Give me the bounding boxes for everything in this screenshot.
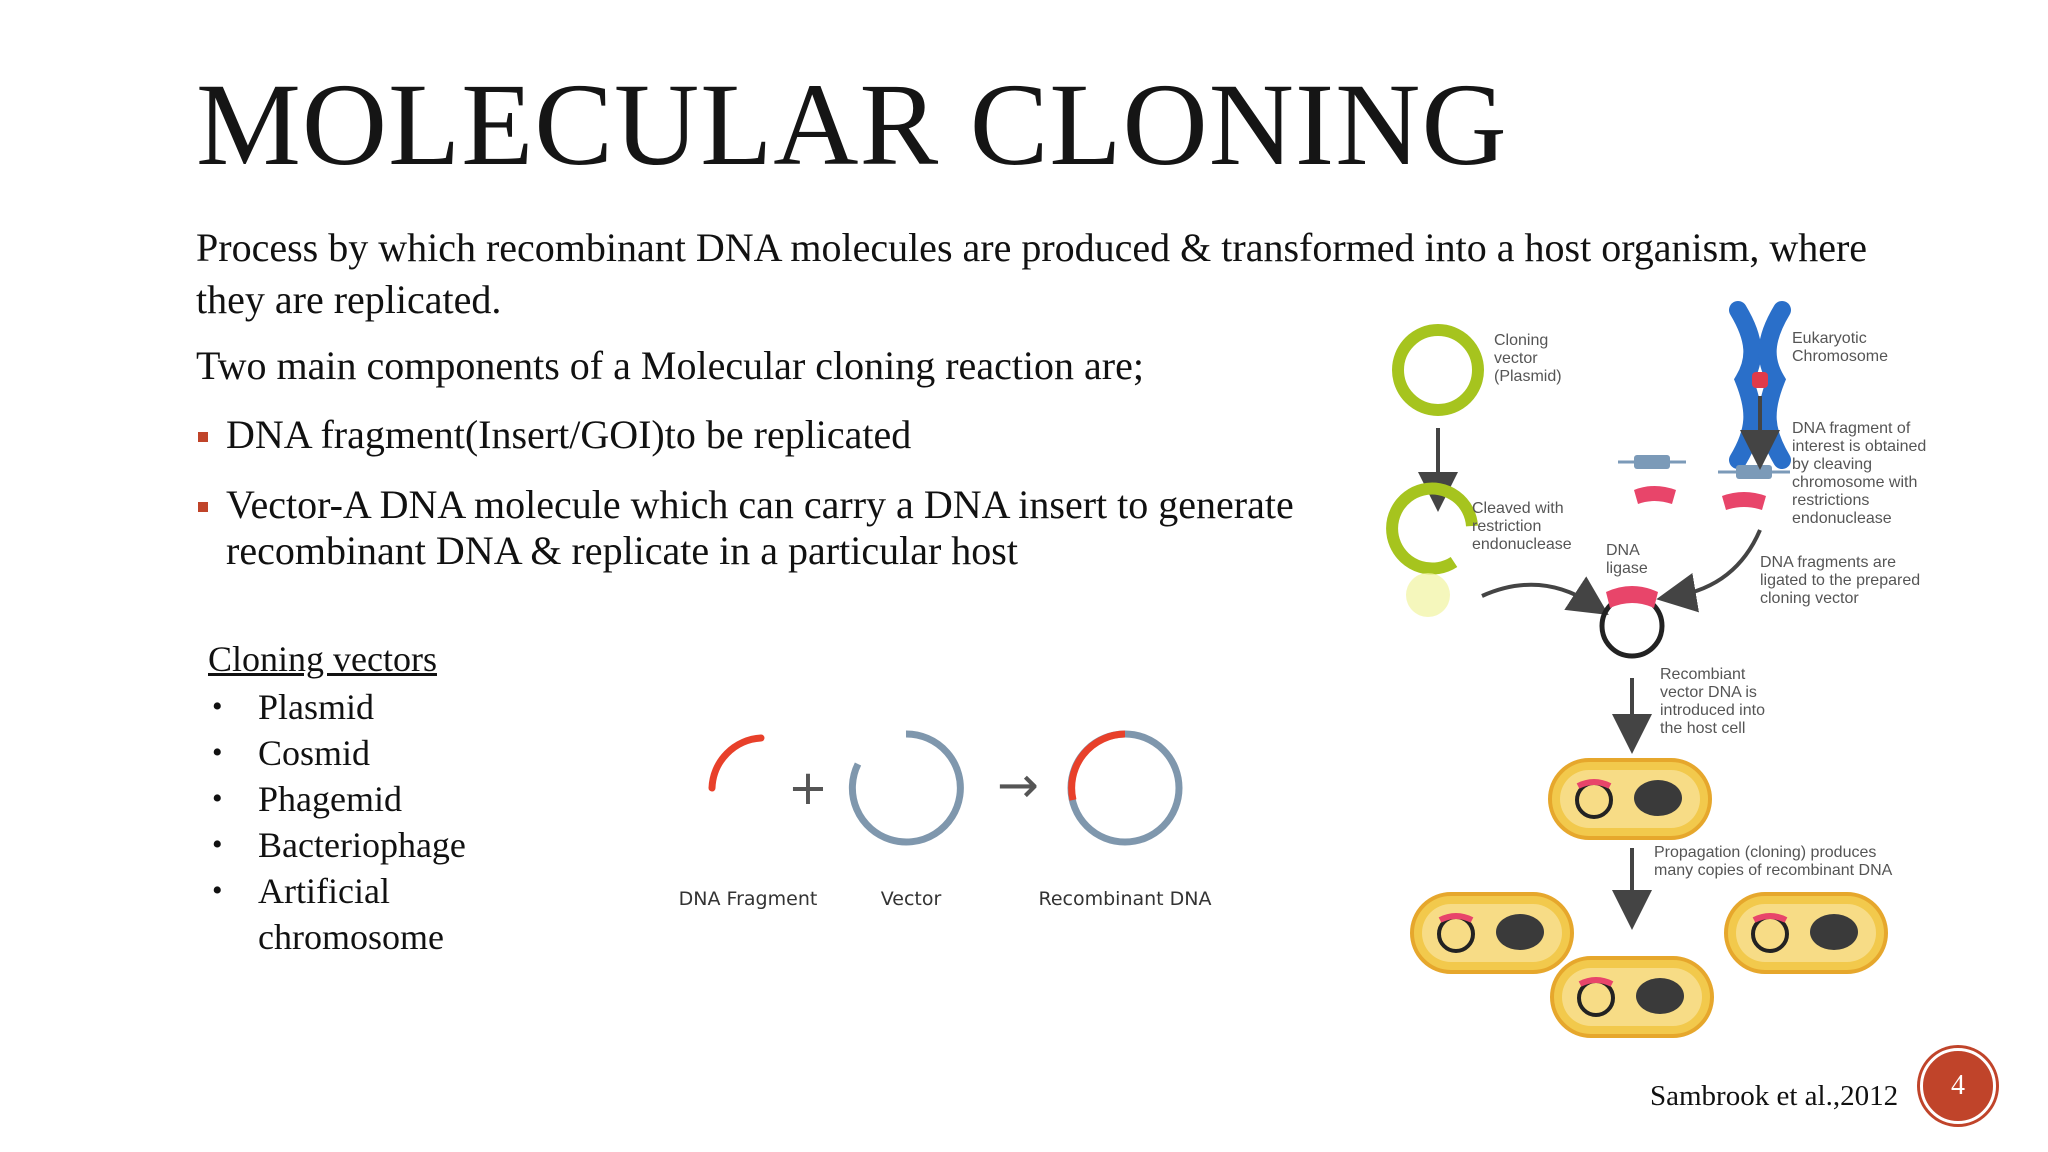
- dna-fragment-label: DNA Fragment: [678, 888, 818, 910]
- list-item-label: Bacteriophage: [258, 825, 466, 865]
- introduced-label: Recombiant vector DNA is introduced into…: [1660, 666, 1765, 737]
- eukaryotic-chromosome-label: Eukaryotic Chromosome: [1792, 330, 1889, 365]
- ligated-label: DNA fragments are ligated to the prepare…: [1760, 554, 1921, 607]
- dna-ligase-label: DNA ligase: [1606, 542, 1648, 577]
- host-cell: [1550, 956, 1714, 1038]
- recombinant-diagram-graphic: + →: [708, 730, 1183, 846]
- square-bullet-icon: [198, 432, 208, 442]
- host-cell: [1410, 892, 1574, 974]
- list-item-label: Cosmid: [258, 733, 371, 773]
- component-bullets: DNA fragment(Insert/GOI)to be replicated…: [196, 412, 1396, 598]
- propagation-label: Propagation (cloning) produces many copi…: [1654, 844, 1893, 879]
- bullet-dot-icon: •: [212, 736, 223, 769]
- insert-fragment: [1722, 492, 1766, 510]
- cleaved-label: Cleaved with restriction endonuclease: [1472, 500, 1572, 553]
- citation: Sambrook et al.,2012: [1650, 1080, 1899, 1112]
- dna-fragment-arc: [708, 734, 765, 792]
- curved-arrow: [1656, 529, 1762, 613]
- arrow-sign: →: [997, 756, 1039, 814]
- plasmid-circle: [1392, 324, 1484, 416]
- recombinant-insert-arc: [1068, 730, 1126, 801]
- host-cell: [1724, 892, 1888, 974]
- plus-sign: +: [788, 760, 828, 816]
- list-item-label: Phagemid: [258, 779, 402, 819]
- cloning-workflow-diagram: Cloning vector (Plasmid) Eukaryotic Chro…: [1360, 300, 2000, 1060]
- list-item: • Bacteriophage: [208, 822, 648, 868]
- list-item-label: Plasmid: [258, 687, 375, 727]
- intro-paragraph: Process by which recombinant DNA molecul…: [196, 225, 1868, 322]
- bullet-text: Vector-A DNA molecule which can carry a …: [226, 482, 1294, 573]
- list-item: • Plasmid: [208, 684, 648, 730]
- list-item: • Artificial chromosome: [208, 868, 518, 960]
- cleave-glow: [1406, 573, 1450, 617]
- page-number-badge: 4: [1920, 1048, 1996, 1124]
- components-heading: Two main components of a Molecular cloni…: [196, 343, 1144, 388]
- bullet-dot-icon: •: [212, 874, 223, 907]
- bullet-dot-icon: •: [212, 828, 223, 861]
- cloning-vectors-heading: Cloning vectors: [208, 639, 437, 679]
- insert-fragment: [1634, 486, 1676, 504]
- curved-arrow: [1481, 576, 1609, 615]
- recombinant-insert: [1606, 586, 1658, 608]
- slide-title: MOLECULAR CLONING: [196, 59, 1508, 190]
- list-item: • Phagemid: [208, 776, 648, 822]
- list-item-label: Artificial chromosome: [258, 871, 444, 957]
- recombinant-dna-diagram: + → DNA Fragment Vector Recombinant DNA: [679, 700, 1230, 940]
- bullet-item: DNA fragment(Insert/GOI)to be replicated: [196, 412, 1396, 458]
- cloning-vectors-list: Cloning vectors • Plasmid • Cosmid • Phagem…: [208, 636, 648, 960]
- cleaved-plasmid: [1386, 482, 1478, 575]
- dna-fragment-bars: [1618, 396, 1790, 479]
- vector-items: • Plasmid • Cosmid • Phagemid • Bacteriophag…: [208, 684, 648, 960]
- bullet-text: DNA fragment(Insert/GOI)to be replicated: [226, 412, 912, 457]
- square-bullet-icon: [198, 502, 208, 512]
- bullet-item: Vector-A DNA molecule which can carry a …: [196, 482, 1416, 574]
- recombinant-dna-label: Recombinant DNA: [1038, 888, 1212, 910]
- cloning-workflow-graphic: [1386, 301, 1888, 1038]
- list-item: • Cosmid: [208, 730, 648, 776]
- bullet-dot-icon: •: [212, 782, 223, 815]
- cloning-vector-label: Cloning vector (Plasmid): [1494, 332, 1562, 385]
- vector-label: Vector: [880, 888, 942, 910]
- bullet-dot-icon: •: [212, 690, 223, 723]
- host-cell: [1548, 758, 1712, 840]
- vector-arc: [848, 730, 964, 846]
- fragment-obtained-label: DNA fragment of interest is obtained by …: [1792, 420, 1927, 527]
